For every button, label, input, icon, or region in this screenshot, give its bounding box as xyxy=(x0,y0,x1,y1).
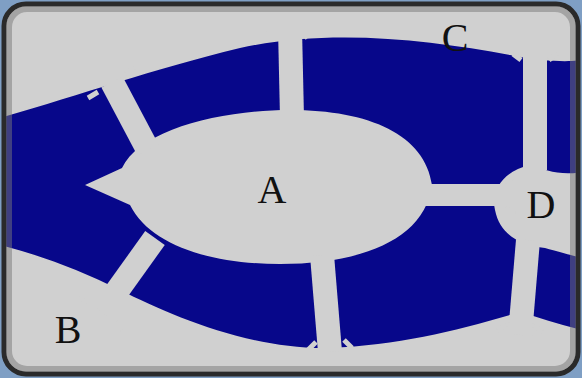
region-label: D xyxy=(527,185,556,225)
region-label: C xyxy=(442,18,469,58)
frame-shade xyxy=(9,9,573,369)
frame xyxy=(4,4,578,374)
bridges xyxy=(102,28,535,352)
bridge-flares xyxy=(78,30,557,350)
region-label: A xyxy=(258,170,287,210)
region-label: B xyxy=(55,310,82,350)
